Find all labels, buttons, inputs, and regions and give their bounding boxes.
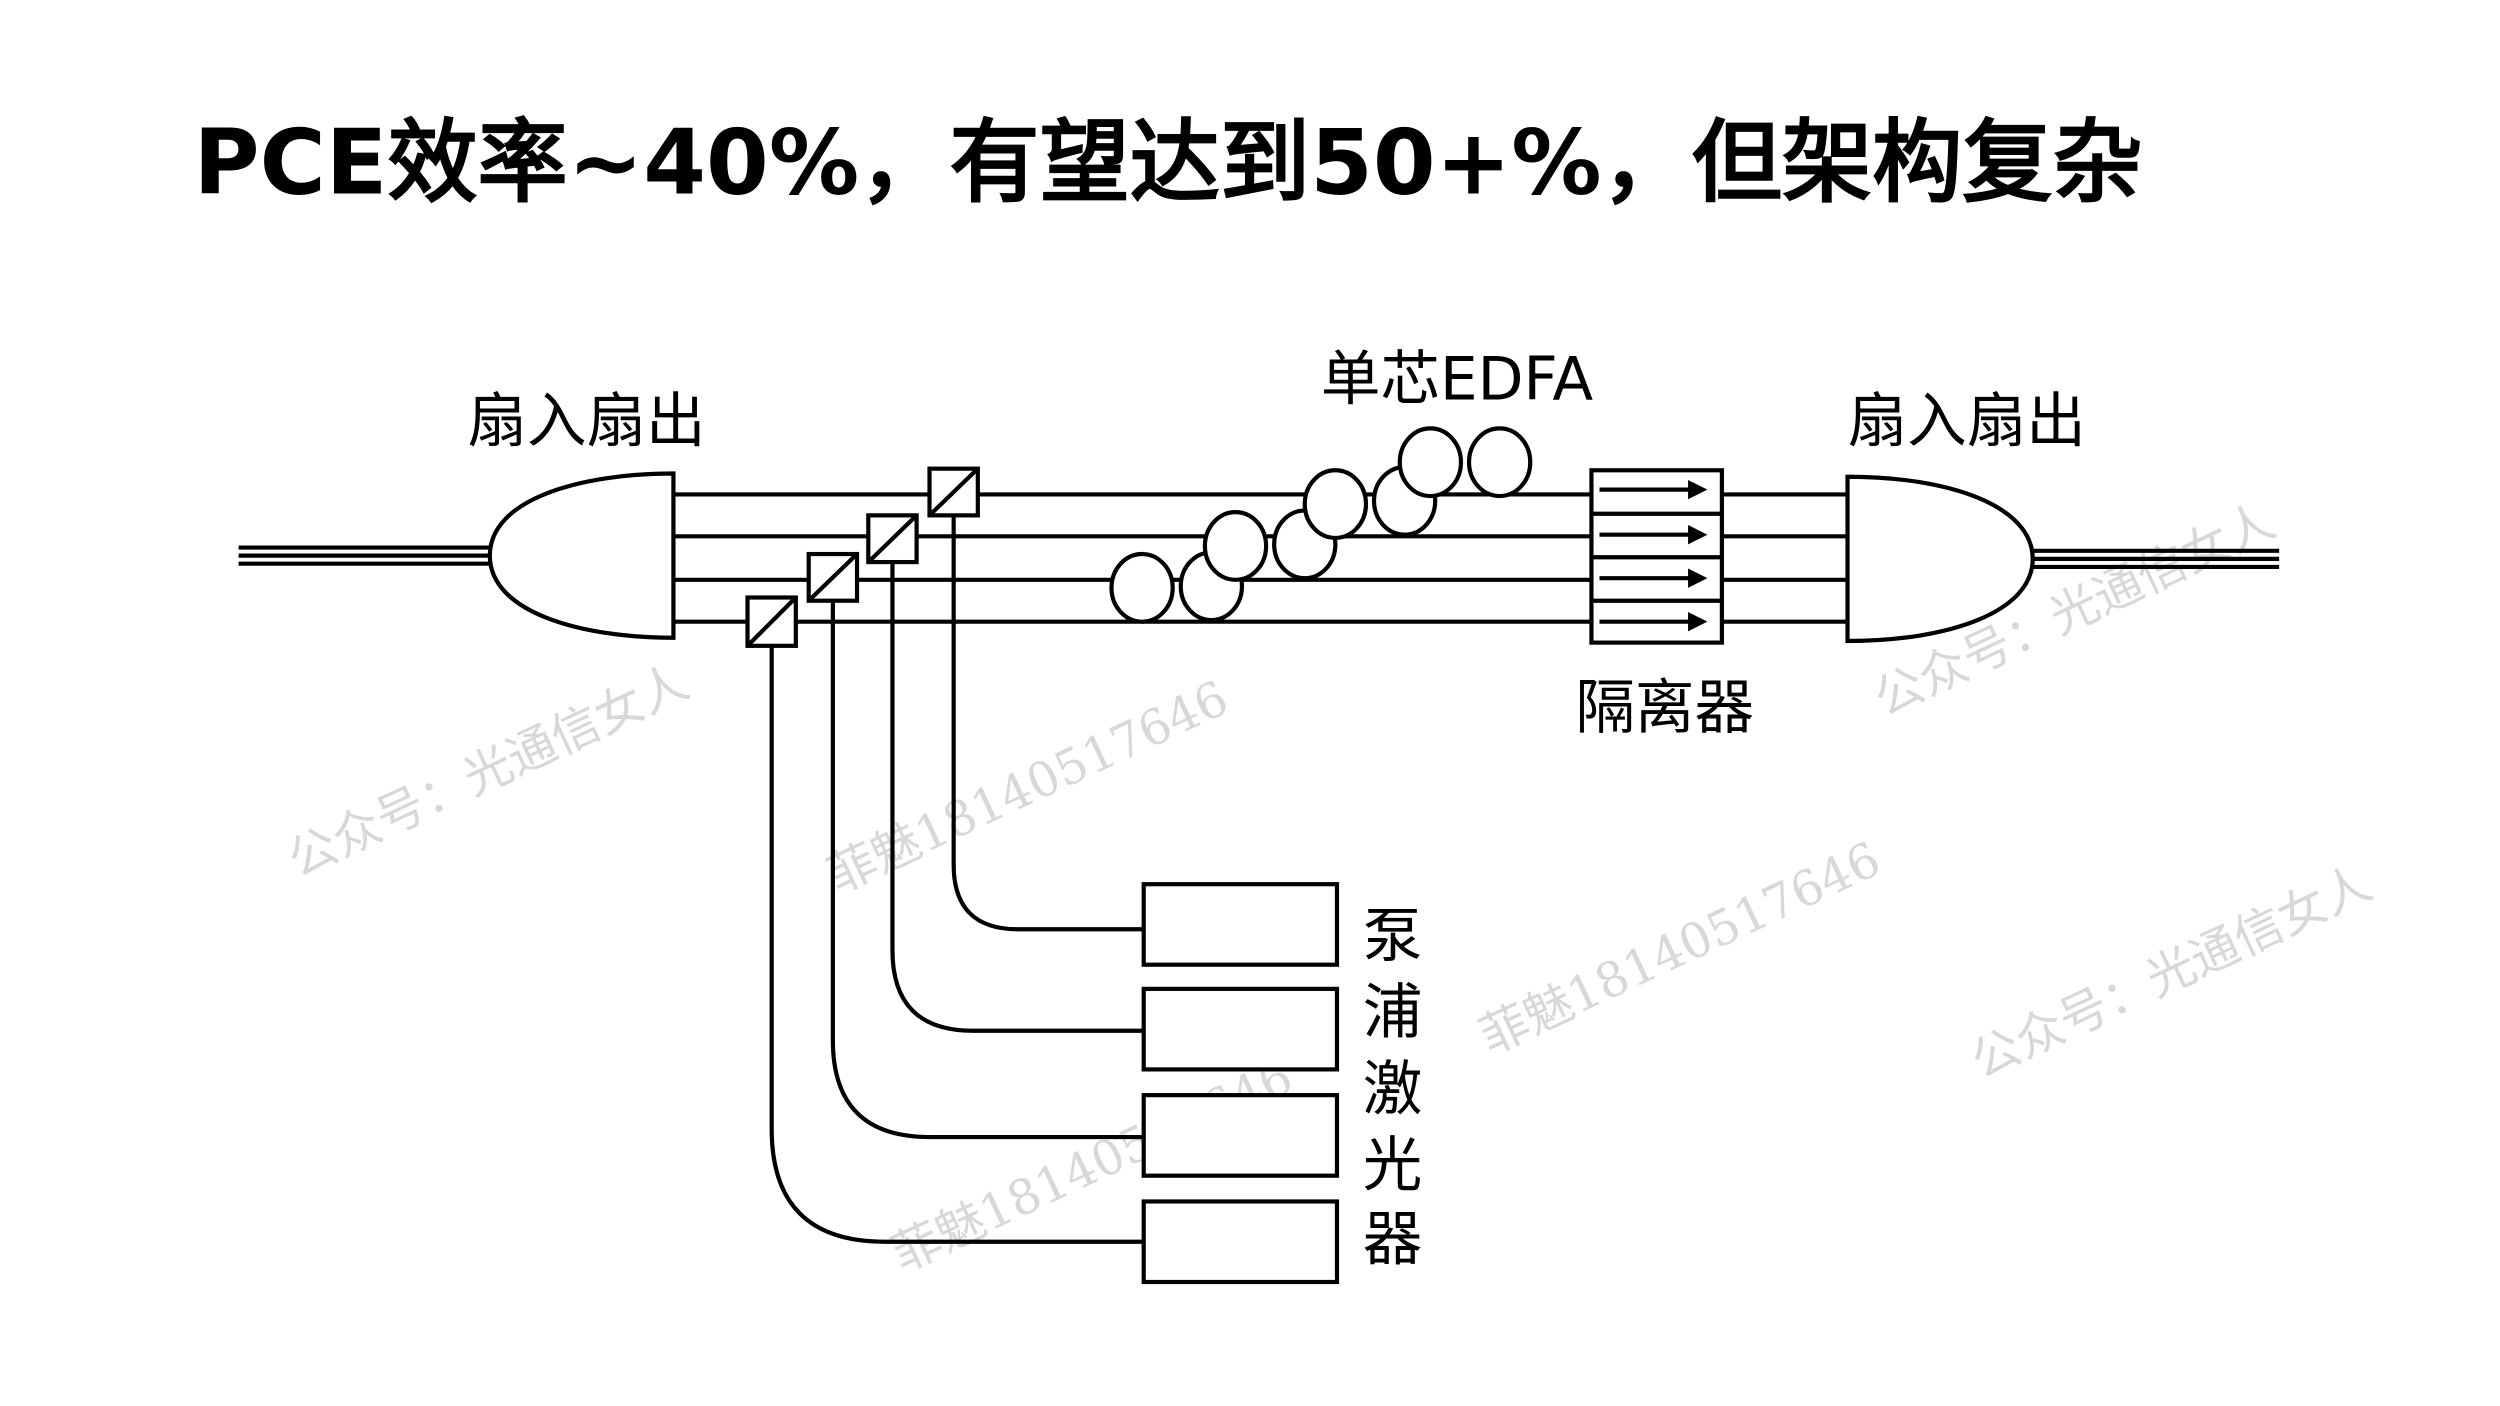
pump-laser-char: 器 bbox=[1363, 1205, 1423, 1274]
pump-laser-char: 浦 bbox=[1363, 978, 1423, 1047]
output-fiber bbox=[2032, 548, 2280, 570]
watermark: 菲魅18140517646 bbox=[1471, 831, 1889, 1065]
wdm-coupler bbox=[927, 466, 980, 518]
edfa-label: 单芯EDFA bbox=[1321, 345, 1593, 414]
input-fiber bbox=[238, 545, 490, 566]
page-title: PCE效率~40%，有望达到50+%，但架构复杂 bbox=[193, 110, 2142, 215]
pump-laser-box bbox=[1141, 1093, 1340, 1178]
pump-laser-char: 泵 bbox=[1363, 903, 1423, 972]
pump-laser-char: 激 bbox=[1363, 1056, 1423, 1125]
pump-laser-box bbox=[1141, 1199, 1340, 1285]
wdm-coupler bbox=[806, 551, 860, 603]
pump-laser-box bbox=[1141, 986, 1340, 1072]
pump-fibers bbox=[769, 515, 1144, 1244]
watermark: 菲魅18140517646 bbox=[819, 670, 1237, 904]
isolator-label: 隔离器 bbox=[1575, 674, 1754, 743]
edfa-coils bbox=[1109, 426, 1533, 624]
pump-laser-label: 泵 浦 激 光 器 bbox=[1363, 903, 1423, 1275]
wdm-couplers bbox=[745, 466, 980, 648]
pump-laser-box bbox=[1141, 882, 1340, 967]
arrow-right-icon bbox=[1599, 568, 1708, 588]
wdm-coupler bbox=[745, 595, 798, 648]
watermark: 公众号：光通信女人 bbox=[280, 654, 698, 888]
arrow-right-icon bbox=[1599, 479, 1708, 500]
watermark: 公众号：光通信女人 bbox=[1963, 855, 2381, 1089]
wdm-coupler bbox=[866, 513, 919, 565]
pump-laser-char: 光 bbox=[1363, 1131, 1423, 1200]
fan-in-out-right-label: 扇入扇出 bbox=[1848, 387, 2086, 456]
isolator bbox=[1589, 468, 1724, 645]
arrow-right-icon bbox=[1599, 612, 1708, 632]
fan-in-out-left-label: 扇入扇出 bbox=[467, 387, 705, 456]
fan-in-left bbox=[487, 471, 676, 640]
arrow-right-icon bbox=[1599, 525, 1708, 545]
pump-lasers bbox=[1141, 882, 1340, 1285]
fan-out-right bbox=[1845, 474, 2035, 644]
